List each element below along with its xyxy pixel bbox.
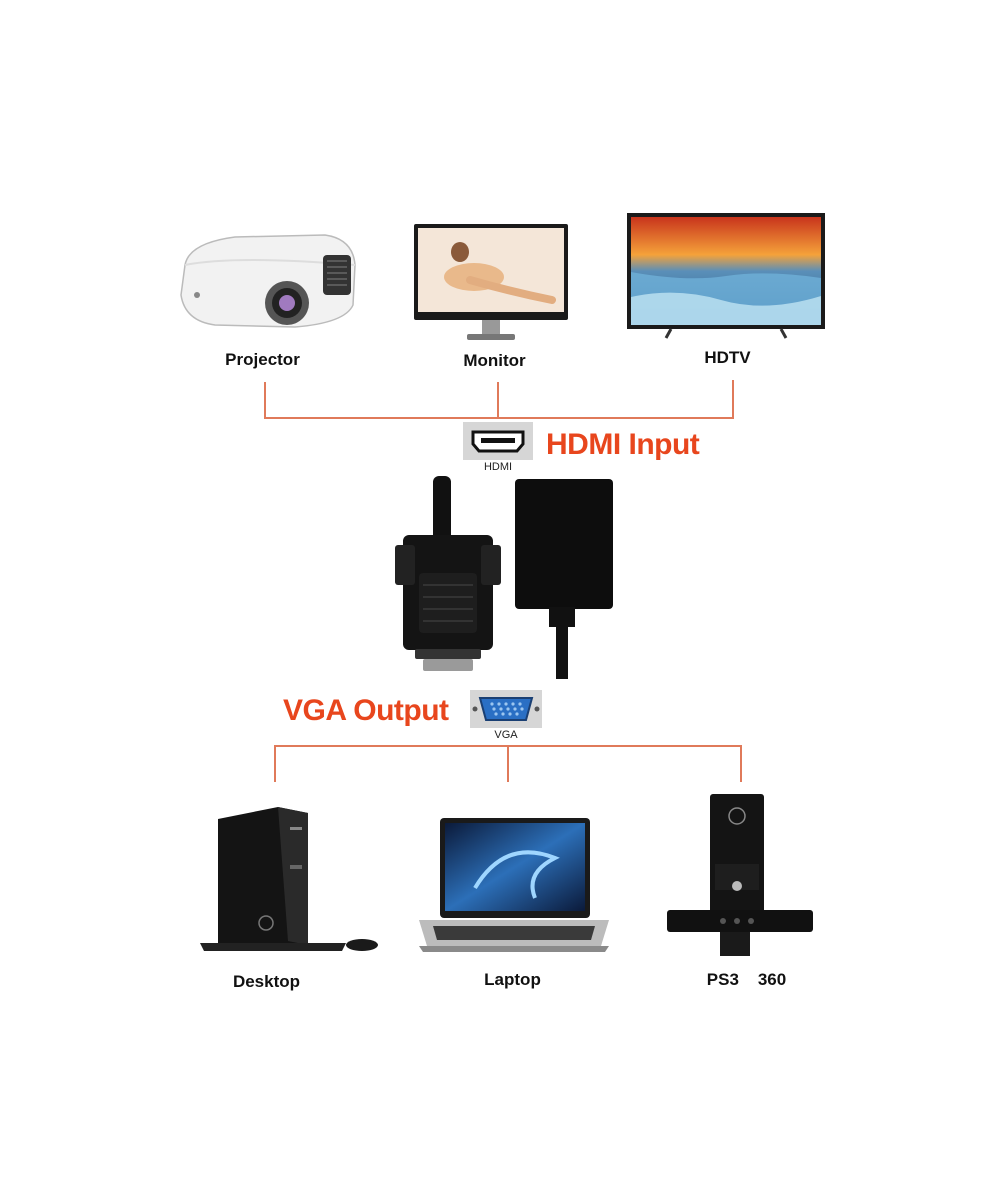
hdmi-port-label: HDMI <box>483 461 513 473</box>
console-icon <box>665 792 815 962</box>
console-label: PS3 360 <box>706 970 787 989</box>
hdmi-input-title: HDMI Input <box>546 428 700 461</box>
projector-icon <box>175 225 360 335</box>
hdmi-to-vga-adapter-icon <box>395 473 635 688</box>
monitor-label: Monitor <box>463 351 526 370</box>
vga-port-label: VGA <box>494 729 518 741</box>
hdtv-label: HDTV <box>704 348 751 367</box>
projector-label: Projector <box>225 350 300 369</box>
hdtv-icon <box>626 212 826 340</box>
monitor-icon <box>412 222 570 346</box>
desktop-icon <box>196 805 386 955</box>
vga-output-title: VGA Output <box>283 694 449 727</box>
desktop-label: Desktop <box>232 972 301 991</box>
laptop-icon <box>415 818 613 956</box>
laptop-label: Laptop <box>484 970 541 989</box>
vga-port-icon <box>470 690 542 728</box>
hdmi-port-icon <box>463 422 533 460</box>
